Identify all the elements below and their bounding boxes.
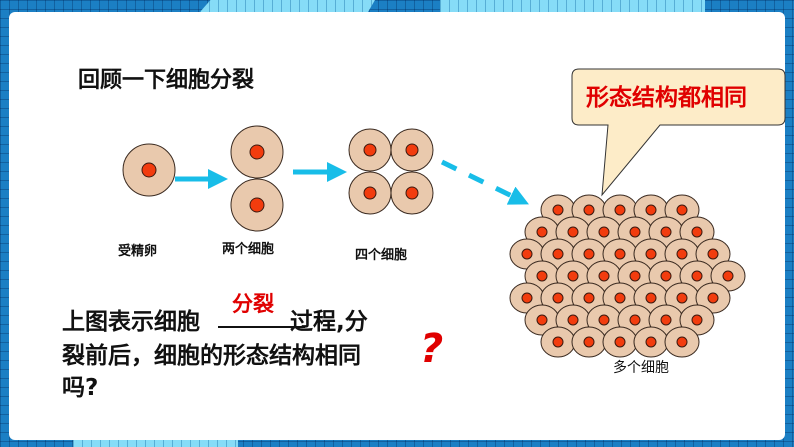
cell-nucleus xyxy=(405,143,419,157)
label-zygote: 受精卵 xyxy=(118,244,158,259)
cell-nucleus xyxy=(676,248,688,260)
cell-nucleus xyxy=(363,143,377,157)
callout-text: 形态结构都相同 xyxy=(586,85,747,111)
cell-nucleus xyxy=(405,186,419,200)
label-two-cells: 两个细胞 xyxy=(222,242,275,257)
answer-text: 分裂 xyxy=(232,292,274,316)
label-four-cells: 四个细胞 xyxy=(355,248,408,263)
question-line-1: 上图表示细胞 过程,分 xyxy=(62,302,368,336)
label-many-cells: 多个细胞 xyxy=(613,360,669,376)
cell-nucleus xyxy=(676,292,688,304)
cell-nucleus xyxy=(629,226,641,238)
cell-nucleus xyxy=(598,226,610,238)
cell-nucleus xyxy=(249,197,265,213)
cell-nucleus xyxy=(583,336,595,348)
frame-stripe xyxy=(200,0,375,12)
cell-nucleus xyxy=(707,248,719,260)
question-line-2: 裂前后，细胞的形态结构相同 xyxy=(62,343,361,369)
cell-nucleus xyxy=(583,204,595,216)
question-part-a: 上图表示细胞 xyxy=(62,309,200,335)
question-line-3: 吗? xyxy=(62,375,99,401)
cell-nucleus xyxy=(552,248,564,260)
cell-nucleus xyxy=(598,314,610,326)
cell-nucleus xyxy=(141,162,157,178)
cell-nucleus xyxy=(552,204,564,216)
cell-nucleus xyxy=(363,186,377,200)
frame-stripe xyxy=(73,440,238,447)
cell-nucleus xyxy=(249,144,265,160)
cell-nucleus xyxy=(629,270,641,282)
cell-nucleus xyxy=(521,292,533,304)
cell-nucleus xyxy=(676,204,688,216)
cell-nucleus xyxy=(614,292,626,304)
cell-nucleus xyxy=(552,292,564,304)
cell-nucleus xyxy=(645,336,657,348)
cell-nucleus xyxy=(567,226,579,238)
cell-nucleus xyxy=(707,292,719,304)
slide-title: 回顾一下细胞分裂 xyxy=(78,68,255,93)
cell-nucleus xyxy=(536,226,548,238)
question-mark-icon: ? xyxy=(420,326,444,372)
cell-nucleus xyxy=(676,336,688,348)
callout-bubble xyxy=(571,68,786,197)
cell-nucleus xyxy=(722,270,734,282)
cell-nucleus xyxy=(691,226,703,238)
cell-nucleus xyxy=(645,204,657,216)
question-part-b: 过程,分 xyxy=(290,309,368,335)
cell-nucleus xyxy=(567,270,579,282)
dashed-arrow-icon xyxy=(440,159,529,205)
cell-nucleus xyxy=(645,248,657,260)
cell-nucleus xyxy=(629,314,641,326)
cell-nucleus xyxy=(691,314,703,326)
frame-stripe xyxy=(440,0,705,12)
cell-nucleus xyxy=(660,314,672,326)
cell-nucleus xyxy=(552,336,564,348)
cell-nucleus xyxy=(536,270,548,282)
cell-nucleus xyxy=(521,248,533,260)
cell-nucleus xyxy=(583,292,595,304)
cell-nucleus xyxy=(660,270,672,282)
cell-nucleus xyxy=(536,314,548,326)
cell-nucleus xyxy=(614,204,626,216)
cell-nucleus xyxy=(645,292,657,304)
cell-nucleus xyxy=(691,270,703,282)
cell-nucleus xyxy=(660,226,672,238)
cell-nucleus xyxy=(614,248,626,260)
cell-nucleus xyxy=(567,314,579,326)
cell-nucleus xyxy=(598,270,610,282)
cell-nucleus xyxy=(583,248,595,260)
cell-nucleus xyxy=(614,336,626,348)
